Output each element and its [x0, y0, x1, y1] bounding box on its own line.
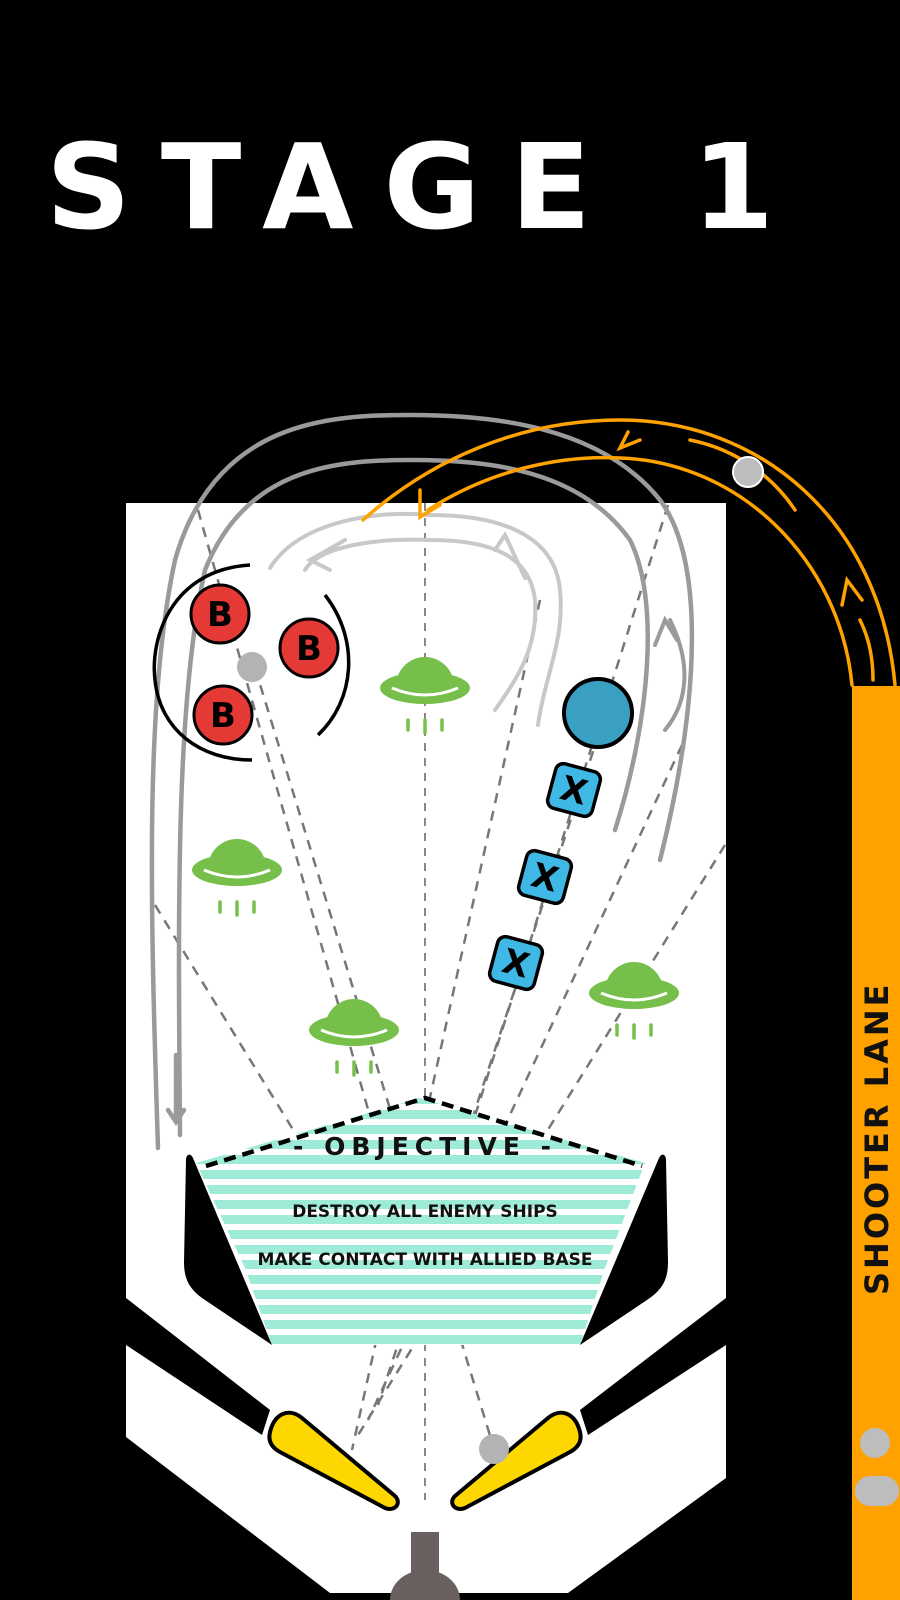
inner-return-lanes: [268, 511, 563, 727]
ufo-icon[interactable]: [589, 962, 679, 1040]
bumper-label: B: [207, 595, 233, 635]
left-slingshot[interactable]: [184, 1154, 272, 1345]
right-rail: [653, 615, 687, 732]
objective-line-1: DESTROY ALL ENEMY SHIPS: [292, 1202, 558, 1222]
ufo-icon[interactable]: [380, 657, 470, 735]
right-inlane-guide: [580, 1298, 726, 1435]
objective-heading: - OBJECTIVE -: [293, 1132, 557, 1161]
left-inlane-guide: [126, 1298, 270, 1435]
ufo-icon[interactable]: [309, 999, 399, 1077]
bumper[interactable]: B: [278, 617, 340, 679]
right-slingshot[interactable]: [580, 1154, 668, 1345]
bumper[interactable]: B: [192, 684, 254, 746]
stage-title: STAGE 1: [45, 118, 805, 256]
loop-rails: [149, 412, 695, 1151]
plunger[interactable]: [855, 1476, 899, 1506]
ufo-icon[interactable]: [192, 839, 282, 917]
shooter-lane-label: SHOOTER LANE: [858, 982, 896, 1296]
left-flipper[interactable]: [267, 1410, 400, 1511]
bumper-label: B: [210, 696, 236, 736]
drop-target[interactable]: X: [516, 848, 574, 906]
drop-target[interactable]: X: [545, 761, 603, 819]
bumper[interactable]: B: [189, 583, 251, 645]
drain: [390, 1570, 460, 1600]
bumper-label: B: [296, 629, 322, 669]
pinball[interactable]: [732, 456, 764, 488]
pinball[interactable]: [479, 1434, 509, 1464]
pinball[interactable]: [237, 652, 267, 682]
bumper-cage: [152, 563, 351, 762]
shooter-ball[interactable]: [860, 1428, 890, 1458]
objective-line-2: MAKE CONTACT WITH ALLIED BASE: [258, 1250, 593, 1270]
right-flipper[interactable]: [450, 1410, 583, 1511]
drop-target[interactable]: X: [487, 934, 545, 992]
allied-base[interactable]: [562, 677, 634, 749]
